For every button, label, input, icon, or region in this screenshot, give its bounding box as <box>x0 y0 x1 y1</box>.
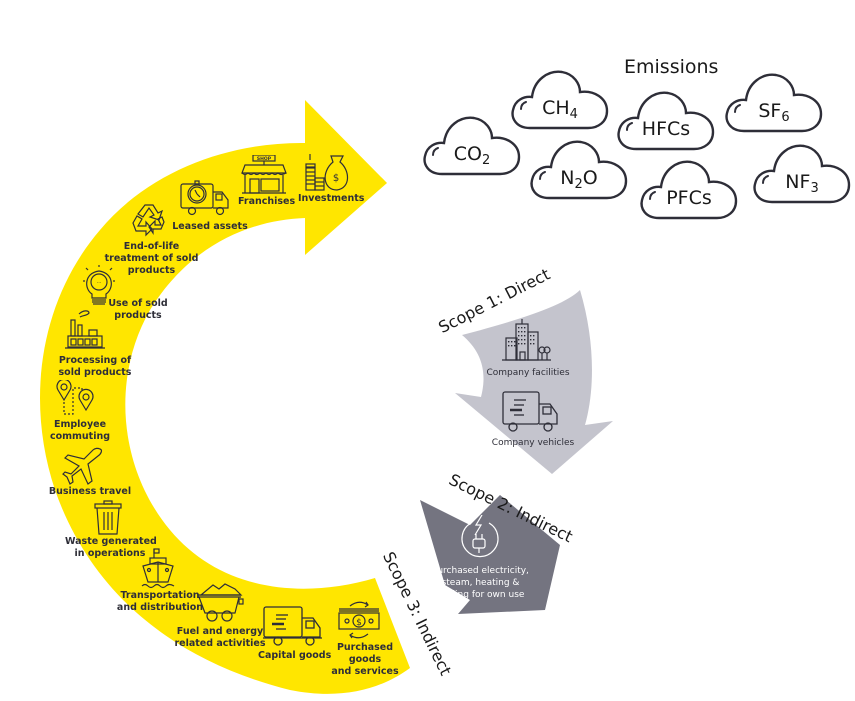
buildings-icon <box>502 319 551 361</box>
label-line: Employee <box>53 419 107 430</box>
cloud-icon <box>640 160 738 220</box>
truck-icon <box>502 391 558 432</box>
airplane-icon <box>62 447 103 485</box>
truck-icon <box>263 606 322 646</box>
scope3-arrow <box>40 100 410 694</box>
label-line: sold products <box>58 367 132 378</box>
gas-label: NF3 <box>785 171 819 196</box>
scope3-item-label: Investments <box>298 193 365 205</box>
cloud-icon <box>753 144 851 204</box>
label-line: Investments <box>298 193 365 204</box>
emissions-title: Emissions <box>624 56 719 78</box>
cloud-icon <box>617 91 715 151</box>
shop-icon: SHOP <box>241 155 287 194</box>
label-line: Use of sold <box>108 298 168 309</box>
light-bulb-icon: ··· <box>83 265 115 305</box>
label-line: products <box>114 310 162 321</box>
svg-text:$: $ <box>356 618 362 628</box>
label-line: commuting <box>49 431 111 442</box>
cloud-icon <box>511 70 609 130</box>
scope2-arrow <box>420 495 560 614</box>
label-line: Capital goods <box>258 650 332 661</box>
gas-label: PFCs <box>666 187 712 209</box>
scope3-item-label: Leased assets <box>170 221 250 233</box>
label-line: Transportation <box>120 590 200 601</box>
cloud-icon <box>423 116 521 176</box>
scope2-item-label: Purchased electricity, steam, heating & co… <box>418 565 543 601</box>
gas-label: SF6 <box>758 100 790 125</box>
label-line: Processing of <box>58 355 132 366</box>
label-line: and distribution <box>116 602 204 613</box>
scope1-arrow <box>455 290 613 474</box>
ship-icon <box>141 548 175 589</box>
map-pins-icon <box>56 380 94 415</box>
scope1-item-label: Company vehicles <box>491 438 575 448</box>
label-line: treatment of sold <box>104 253 199 264</box>
label-line: related activities <box>174 638 266 649</box>
mine-cart-icon <box>198 583 244 622</box>
label-line: Purchased electricity, <box>432 566 529 576</box>
recycle-icon <box>132 204 165 237</box>
money-icon: $ <box>338 601 380 639</box>
gas-label: CH4 <box>542 97 578 122</box>
label-line: Fuel and energy <box>176 626 264 637</box>
cloud-icon <box>725 73 823 133</box>
scope3-item-label: Franchises <box>238 196 296 208</box>
scope3-item-label: Business travel <box>45 486 135 498</box>
label-line: cooling for own use <box>436 590 525 600</box>
label-line: Business travel <box>48 486 132 497</box>
factory-icon <box>65 310 105 349</box>
label-line: products <box>127 265 176 276</box>
scope3-item-label: Capital goods <box>258 650 332 662</box>
label-line: goods <box>348 654 382 665</box>
cloud-icon <box>530 140 628 200</box>
label-line: End-of-life <box>123 241 180 252</box>
svg-text:SHOP: SHOP <box>257 156 272 162</box>
label-line: Purchased <box>336 642 394 653</box>
label-line: in operations <box>74 548 146 559</box>
clock-truck-icon <box>180 180 229 216</box>
label-line: and services <box>331 666 399 677</box>
gas-label: CO2 <box>453 143 491 168</box>
svg-text:$: $ <box>333 173 339 184</box>
scope1-item-label: Company facilities <box>486 368 570 378</box>
gas-label: HFCs <box>641 118 691 140</box>
label-line: steam, heating & <box>441 578 520 588</box>
label-line: Leased assets <box>172 221 248 232</box>
trash-bin-icon <box>94 500 122 535</box>
svg-text:···: ··· <box>97 280 102 286</box>
electric-plug-icon <box>461 515 499 558</box>
gas-label: N2O <box>560 167 598 192</box>
label-line: Franchises <box>238 196 296 207</box>
money-bag-icon: $ <box>305 154 349 191</box>
label-line: Waste generated <box>65 536 157 547</box>
